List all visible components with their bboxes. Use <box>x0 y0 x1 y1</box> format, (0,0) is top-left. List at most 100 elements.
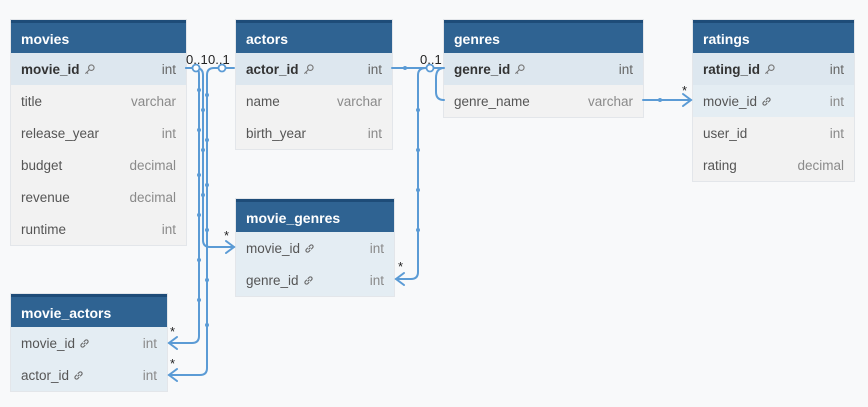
field-type: int <box>367 125 382 141</box>
field-row[interactable]: genre_id int <box>444 53 643 85</box>
field-name: rating <box>703 157 737 173</box>
link-movies-movie-genres[interactable] <box>185 67 235 248</box>
field-type: int <box>369 272 384 288</box>
cardinality-label: 0..1 <box>208 52 230 67</box>
field-row[interactable]: rating decimal <box>693 149 854 181</box>
field-name: movie_id <box>703 93 758 109</box>
table-movies[interactable]: movies movie_id int title varchar release… <box>11 20 186 245</box>
field-name: title <box>21 93 43 109</box>
table-header[interactable]: actors <box>236 20 392 53</box>
field-row[interactable]: title varchar <box>11 85 186 117</box>
cardinality-label: 0..1 <box>186 52 208 67</box>
field-name: actor_id <box>246 61 299 77</box>
field-row[interactable]: movie_id int <box>236 232 394 264</box>
link-icon <box>79 338 90 349</box>
link-genres-movie-genres[interactable] <box>395 67 443 280</box>
field-row[interactable]: release_year int <box>11 117 186 149</box>
link-icon <box>304 243 315 254</box>
link-genres-inner <box>435 67 445 101</box>
field-type: int <box>829 61 844 77</box>
field-name: user_id <box>703 125 748 141</box>
cardinality-label: * <box>398 259 403 274</box>
key-icon <box>514 63 525 75</box>
field-row[interactable]: movie_id int <box>11 327 167 359</box>
table-header[interactable]: movie_genres <box>236 199 394 232</box>
field-type: int <box>142 367 157 383</box>
cardinality-label: * <box>170 324 175 339</box>
table-header[interactable]: ratings <box>693 20 854 53</box>
field-name: movie_id <box>21 61 80 77</box>
field-type: decimal <box>129 157 176 173</box>
cardinality-label: * <box>170 356 175 371</box>
field-type: int <box>369 240 384 256</box>
link-icon <box>73 370 84 381</box>
link-icon <box>761 96 772 107</box>
cardinality-label: * <box>682 83 687 98</box>
field-name: rating_id <box>703 61 761 77</box>
link-movies-movie-actors[interactable] <box>168 67 200 344</box>
field-type: int <box>161 61 176 77</box>
field-row[interactable]: name varchar <box>236 85 392 117</box>
field-name: movie_id <box>246 240 301 256</box>
field-name: release_year <box>21 125 100 141</box>
table-actors[interactable]: actors actor_id int name varchar birth_ye… <box>236 20 392 149</box>
field-name: movie_id <box>21 335 76 351</box>
field-type: int <box>829 93 844 109</box>
zero-one-marker <box>217 63 227 73</box>
zero-one-marker <box>425 63 435 73</box>
field-row[interactable]: budget decimal <box>11 149 186 181</box>
field-name: genre_id <box>454 61 511 77</box>
key-icon <box>84 63 95 75</box>
field-name: birth_year <box>246 125 307 141</box>
field-row[interactable]: runtime int <box>11 213 186 245</box>
link-actors-movie-actors[interactable] <box>168 67 235 376</box>
field-row[interactable]: genre_id int <box>236 264 394 296</box>
field-type: int <box>829 125 844 141</box>
field-type: int <box>161 125 176 141</box>
table-header[interactable]: movie_actors <box>11 294 167 327</box>
key-icon <box>764 63 775 75</box>
field-row[interactable]: birth_year int <box>236 117 392 149</box>
field-row[interactable]: actor_id int <box>11 359 167 391</box>
field-type: int <box>161 221 176 237</box>
field-type: decimal <box>129 189 176 205</box>
field-name: runtime <box>21 221 67 237</box>
crowfoot-marker <box>682 93 693 107</box>
table-header[interactable]: movies <box>11 20 186 53</box>
crowfoot-marker <box>167 368 178 382</box>
line-dots <box>197 66 662 327</box>
table-genres[interactable]: genres genre_id int genre_name varchar <box>444 20 643 117</box>
field-type: decimal <box>797 157 844 173</box>
link-icon <box>303 275 314 286</box>
key-icon <box>303 63 314 75</box>
field-type: int <box>618 61 633 77</box>
crowfoot-marker <box>394 272 405 286</box>
field-name: revenue <box>21 189 70 205</box>
field-type: int <box>367 61 382 77</box>
crowfoot-marker <box>225 240 236 254</box>
field-type: varchar <box>130 93 176 109</box>
table-movie-genres[interactable]: movie_genres movie_id int genre_id int <box>236 199 394 296</box>
table-ratings[interactable]: ratings rating_id int movie_id int user_… <box>693 20 854 181</box>
field-name: name <box>246 93 280 109</box>
cardinality-label: 0..1 <box>420 52 442 67</box>
field-row[interactable]: rating_id int <box>693 53 854 85</box>
field-row[interactable]: actor_id int <box>236 53 392 85</box>
field-row[interactable]: movie_id int <box>11 53 186 85</box>
field-type: varchar <box>336 93 382 109</box>
field-row[interactable]: user_id int <box>693 117 854 149</box>
table-header[interactable]: genres <box>444 20 643 53</box>
field-row[interactable]: genre_name varchar <box>444 85 643 117</box>
table-movie-actors[interactable]: movie_actors movie_id int actor_id int <box>11 294 167 391</box>
field-type: int <box>142 335 157 351</box>
crowfoot-marker <box>167 336 178 350</box>
field-type: varchar <box>587 93 633 109</box>
field-row[interactable]: movie_id int <box>693 85 854 117</box>
cardinality-label: * <box>224 228 229 243</box>
field-name: genre_id <box>246 272 299 288</box>
field-row[interactable]: revenue decimal <box>11 181 186 213</box>
field-name: budget <box>21 157 63 173</box>
field-name: genre_name <box>454 93 530 109</box>
